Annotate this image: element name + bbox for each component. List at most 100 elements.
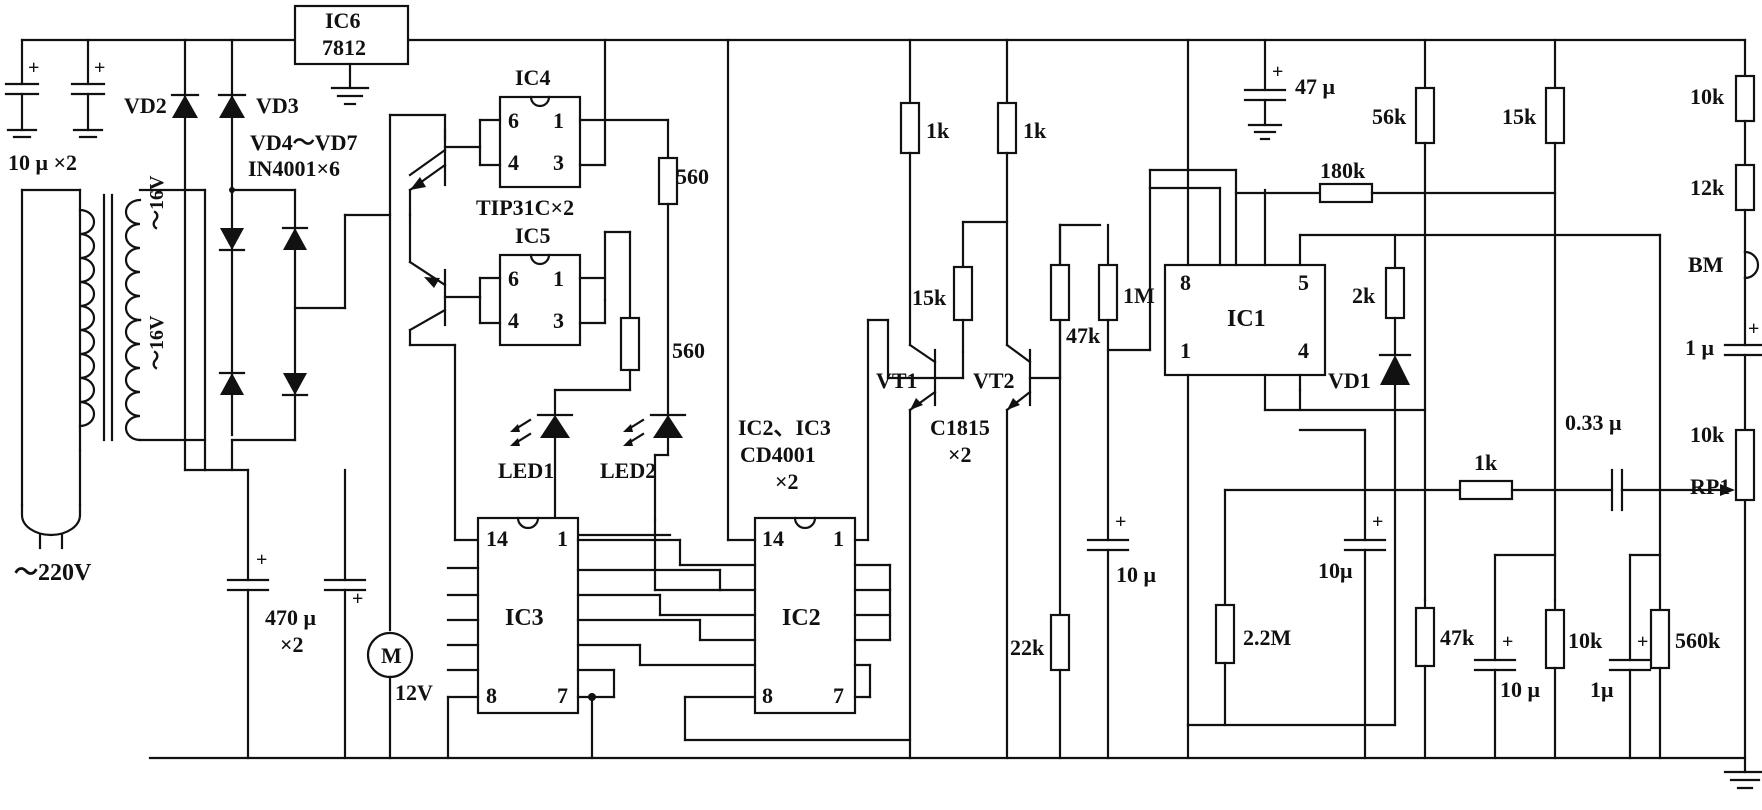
resistor-22k: 22k bbox=[1010, 613, 1071, 760]
svg-text:5: 5 bbox=[1298, 270, 1309, 295]
svg-text:6: 6 bbox=[508, 108, 519, 133]
svg-text:8: 8 bbox=[762, 683, 773, 708]
label-vd4-vd7: VD4～VD7 bbox=[250, 130, 358, 155]
potentiometer-rp1: 10k RP1 bbox=[1690, 422, 1756, 502]
label-c470: 470 μ bbox=[265, 605, 317, 630]
svg-text:4: 4 bbox=[1298, 338, 1309, 363]
label-ic2-ic3: IC2、IC3 bbox=[738, 415, 831, 440]
signal-line-1k: 1k 0.33 μ bbox=[1223, 410, 1735, 512]
label-cd4001: CD4001 bbox=[740, 442, 816, 467]
plus-sign: + bbox=[1272, 61, 1283, 83]
label-c1815: C1815 bbox=[930, 415, 990, 440]
label-bm: BM bbox=[1688, 252, 1724, 277]
capacitor-10u-a: + 10 μ bbox=[1086, 511, 1157, 760]
ic6-name: IC6 bbox=[325, 8, 360, 33]
transistor-tip31c-bottom bbox=[408, 213, 482, 347]
svg-text:1: 1 bbox=[553, 266, 564, 291]
label-10k-c: 10k bbox=[1690, 422, 1725, 447]
motor: M 12V bbox=[366, 113, 433, 760]
ic3-chip: 14 1 8 7 IC3 bbox=[446, 516, 722, 760]
resistor-560-top: 560 bbox=[657, 118, 709, 427]
capacitor-470u-a: + bbox=[226, 468, 270, 760]
label-47u: 47 μ bbox=[1295, 74, 1336, 99]
svg-text:4: 4 bbox=[508, 308, 519, 333]
transformer: ～16V ～16V bbox=[20, 175, 207, 507]
svg-text:3: 3 bbox=[553, 150, 564, 175]
label-2-2m: 2.2M bbox=[1243, 625, 1292, 650]
resistor-2k: 2k bbox=[1352, 233, 1406, 357]
label-vd3: VD3 bbox=[256, 93, 299, 118]
ic5-chip: IC5 6 1 4 3 bbox=[408, 223, 632, 542]
resistor-15k-right: 15k bbox=[1502, 38, 1566, 602]
svg-text:4: 4 bbox=[508, 150, 519, 175]
label-47k-b: 47k bbox=[1440, 625, 1475, 650]
resistor-1m: 1M bbox=[1097, 186, 1222, 542]
label-vd1: VD1 bbox=[1328, 368, 1371, 393]
plus-sign: + bbox=[28, 57, 39, 79]
svg-text:1: 1 bbox=[833, 526, 844, 551]
label-vt2: VT2 bbox=[973, 368, 1015, 393]
label-led2: LED2 bbox=[600, 458, 656, 483]
diode-vd1: VD1 bbox=[1328, 353, 1412, 727]
diode-vd2: VD2 bbox=[124, 38, 200, 472]
resistor-56k: 56k bbox=[1372, 38, 1436, 602]
mains-plug: ～220V bbox=[14, 448, 92, 586]
label-12k: 12k bbox=[1690, 175, 1725, 200]
label-16v-upper: ～16V bbox=[146, 175, 168, 230]
label-1k-a: 1k bbox=[926, 118, 950, 143]
resistor-1k-vt1: 1k bbox=[899, 38, 950, 347]
capacitor-1u-lower: + 1μ bbox=[1590, 553, 1662, 760]
capacitor-470u-b: + bbox=[323, 468, 367, 760]
resistor-2-2m: 2.2M bbox=[1214, 488, 1292, 727]
label-rp1: RP1 bbox=[1690, 474, 1730, 499]
label-560-b: 560 bbox=[672, 338, 705, 363]
label-in4001: IN4001×6 bbox=[248, 156, 340, 181]
plus-sign: + bbox=[1115, 511, 1126, 533]
label-16v-lower: ～16V bbox=[146, 315, 168, 370]
capacitor-1u-upper: + 1 μ bbox=[1685, 318, 1762, 432]
label-22k: 22k bbox=[1010, 635, 1045, 660]
label-ic3: IC3 bbox=[505, 605, 544, 631]
microphone-bm: BM bbox=[1688, 250, 1760, 347]
label-47k-a: 47k bbox=[1066, 323, 1101, 348]
resistor-180k: 180k bbox=[1234, 158, 1557, 204]
svg-text:6: 6 bbox=[508, 266, 519, 291]
plus-sign: + bbox=[1637, 631, 1648, 653]
bridge-rectifier bbox=[183, 187, 392, 472]
svg-text:8: 8 bbox=[1180, 270, 1191, 295]
label-10k-a: 10k bbox=[1568, 628, 1603, 653]
plus-sign: + bbox=[256, 549, 267, 571]
capacitor-c10u-right: + bbox=[70, 38, 105, 139]
resistor-560k: 560k bbox=[1649, 233, 1721, 760]
label-ic2: IC2 bbox=[782, 605, 821, 631]
svg-text:7: 7 bbox=[557, 683, 568, 708]
top-rail-12v bbox=[20, 38, 1747, 78]
label-motor: M bbox=[381, 643, 402, 668]
capacitor-10u-b: + 10μ bbox=[1298, 388, 1387, 760]
label-x2-a: ×2 bbox=[775, 469, 799, 494]
ic6-regulator: IC6 7812 bbox=[293, 4, 410, 106]
label-1k-c: 1k bbox=[1474, 450, 1498, 475]
label-vt1: VT1 bbox=[876, 368, 918, 393]
label-10u-a: 10 μ bbox=[1116, 562, 1157, 587]
label-56k: 56k bbox=[1372, 104, 1407, 129]
label-10k-b: 10k bbox=[1690, 84, 1725, 109]
ic4-chip: IC4 6 1 4 3 bbox=[478, 38, 670, 189]
label-x2-b: ×2 bbox=[948, 442, 972, 467]
label-led1: LED1 bbox=[498, 458, 554, 483]
label-c10u-x2: 10 μ ×2 bbox=[8, 150, 77, 175]
plus-sign: + bbox=[1748, 318, 1759, 340]
resistor-560-mid: 560 bbox=[553, 230, 705, 417]
svg-text:1: 1 bbox=[553, 108, 564, 133]
transistor-vt2: VT2 bbox=[973, 223, 1102, 760]
label-10u-b: 10μ bbox=[1318, 558, 1353, 583]
label-15k: 15k bbox=[912, 285, 947, 310]
resistor-10k-lower: 10k bbox=[1544, 598, 1603, 760]
svg-text:7: 7 bbox=[833, 683, 844, 708]
plus-sign: + bbox=[352, 588, 363, 610]
label-1m: 1M bbox=[1123, 283, 1155, 308]
ground-symbol-main bbox=[1723, 770, 1762, 790]
label-560k: 560k bbox=[1675, 628, 1721, 653]
capacitor-47u: + 47 μ bbox=[1243, 38, 1336, 141]
capacitor-c10u-left: + bbox=[4, 38, 39, 139]
